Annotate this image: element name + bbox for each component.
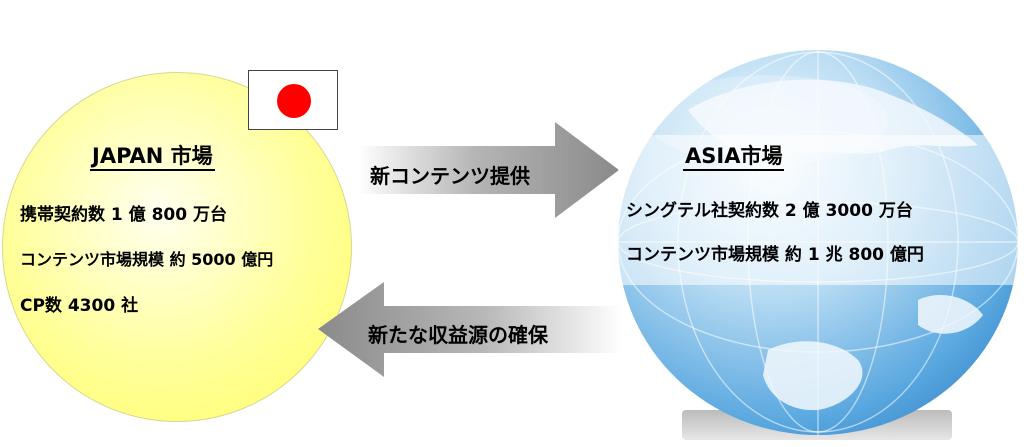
japan-market-title: JAPAN 市場 <box>90 143 215 171</box>
asia-content-market-size: コンテンツ市場規模 約 1 兆 800 億円 <box>626 245 924 265</box>
arrow-return-label: 新たな収益源の確保 <box>368 323 548 347</box>
japan-market-circle <box>2 72 352 422</box>
asia-singtel-contracts: シングテル社契約数 2 億 3000 万台 <box>626 201 913 221</box>
arrow-to-asia <box>357 122 619 222</box>
arrow-forward-label: 新コンテンツ提供 <box>370 164 530 188</box>
left-arrow-icon <box>318 282 622 377</box>
flag-red-disc <box>277 84 311 118</box>
right-arrow-icon <box>357 122 619 218</box>
japan-flag-icon <box>248 70 338 130</box>
arrow-to-japan <box>318 282 622 381</box>
asia-text-panel <box>618 135 1036 285</box>
japan-cp-count: CP数 4300 社 <box>20 296 139 316</box>
japan-mobile-contracts: 携帯契約数 1 億 800 万台 <box>20 205 227 225</box>
asia-market-title: ASIA市場 <box>683 143 785 171</box>
japan-content-market-size: コンテンツ市場規模 約 5000 億円 <box>20 250 274 269</box>
